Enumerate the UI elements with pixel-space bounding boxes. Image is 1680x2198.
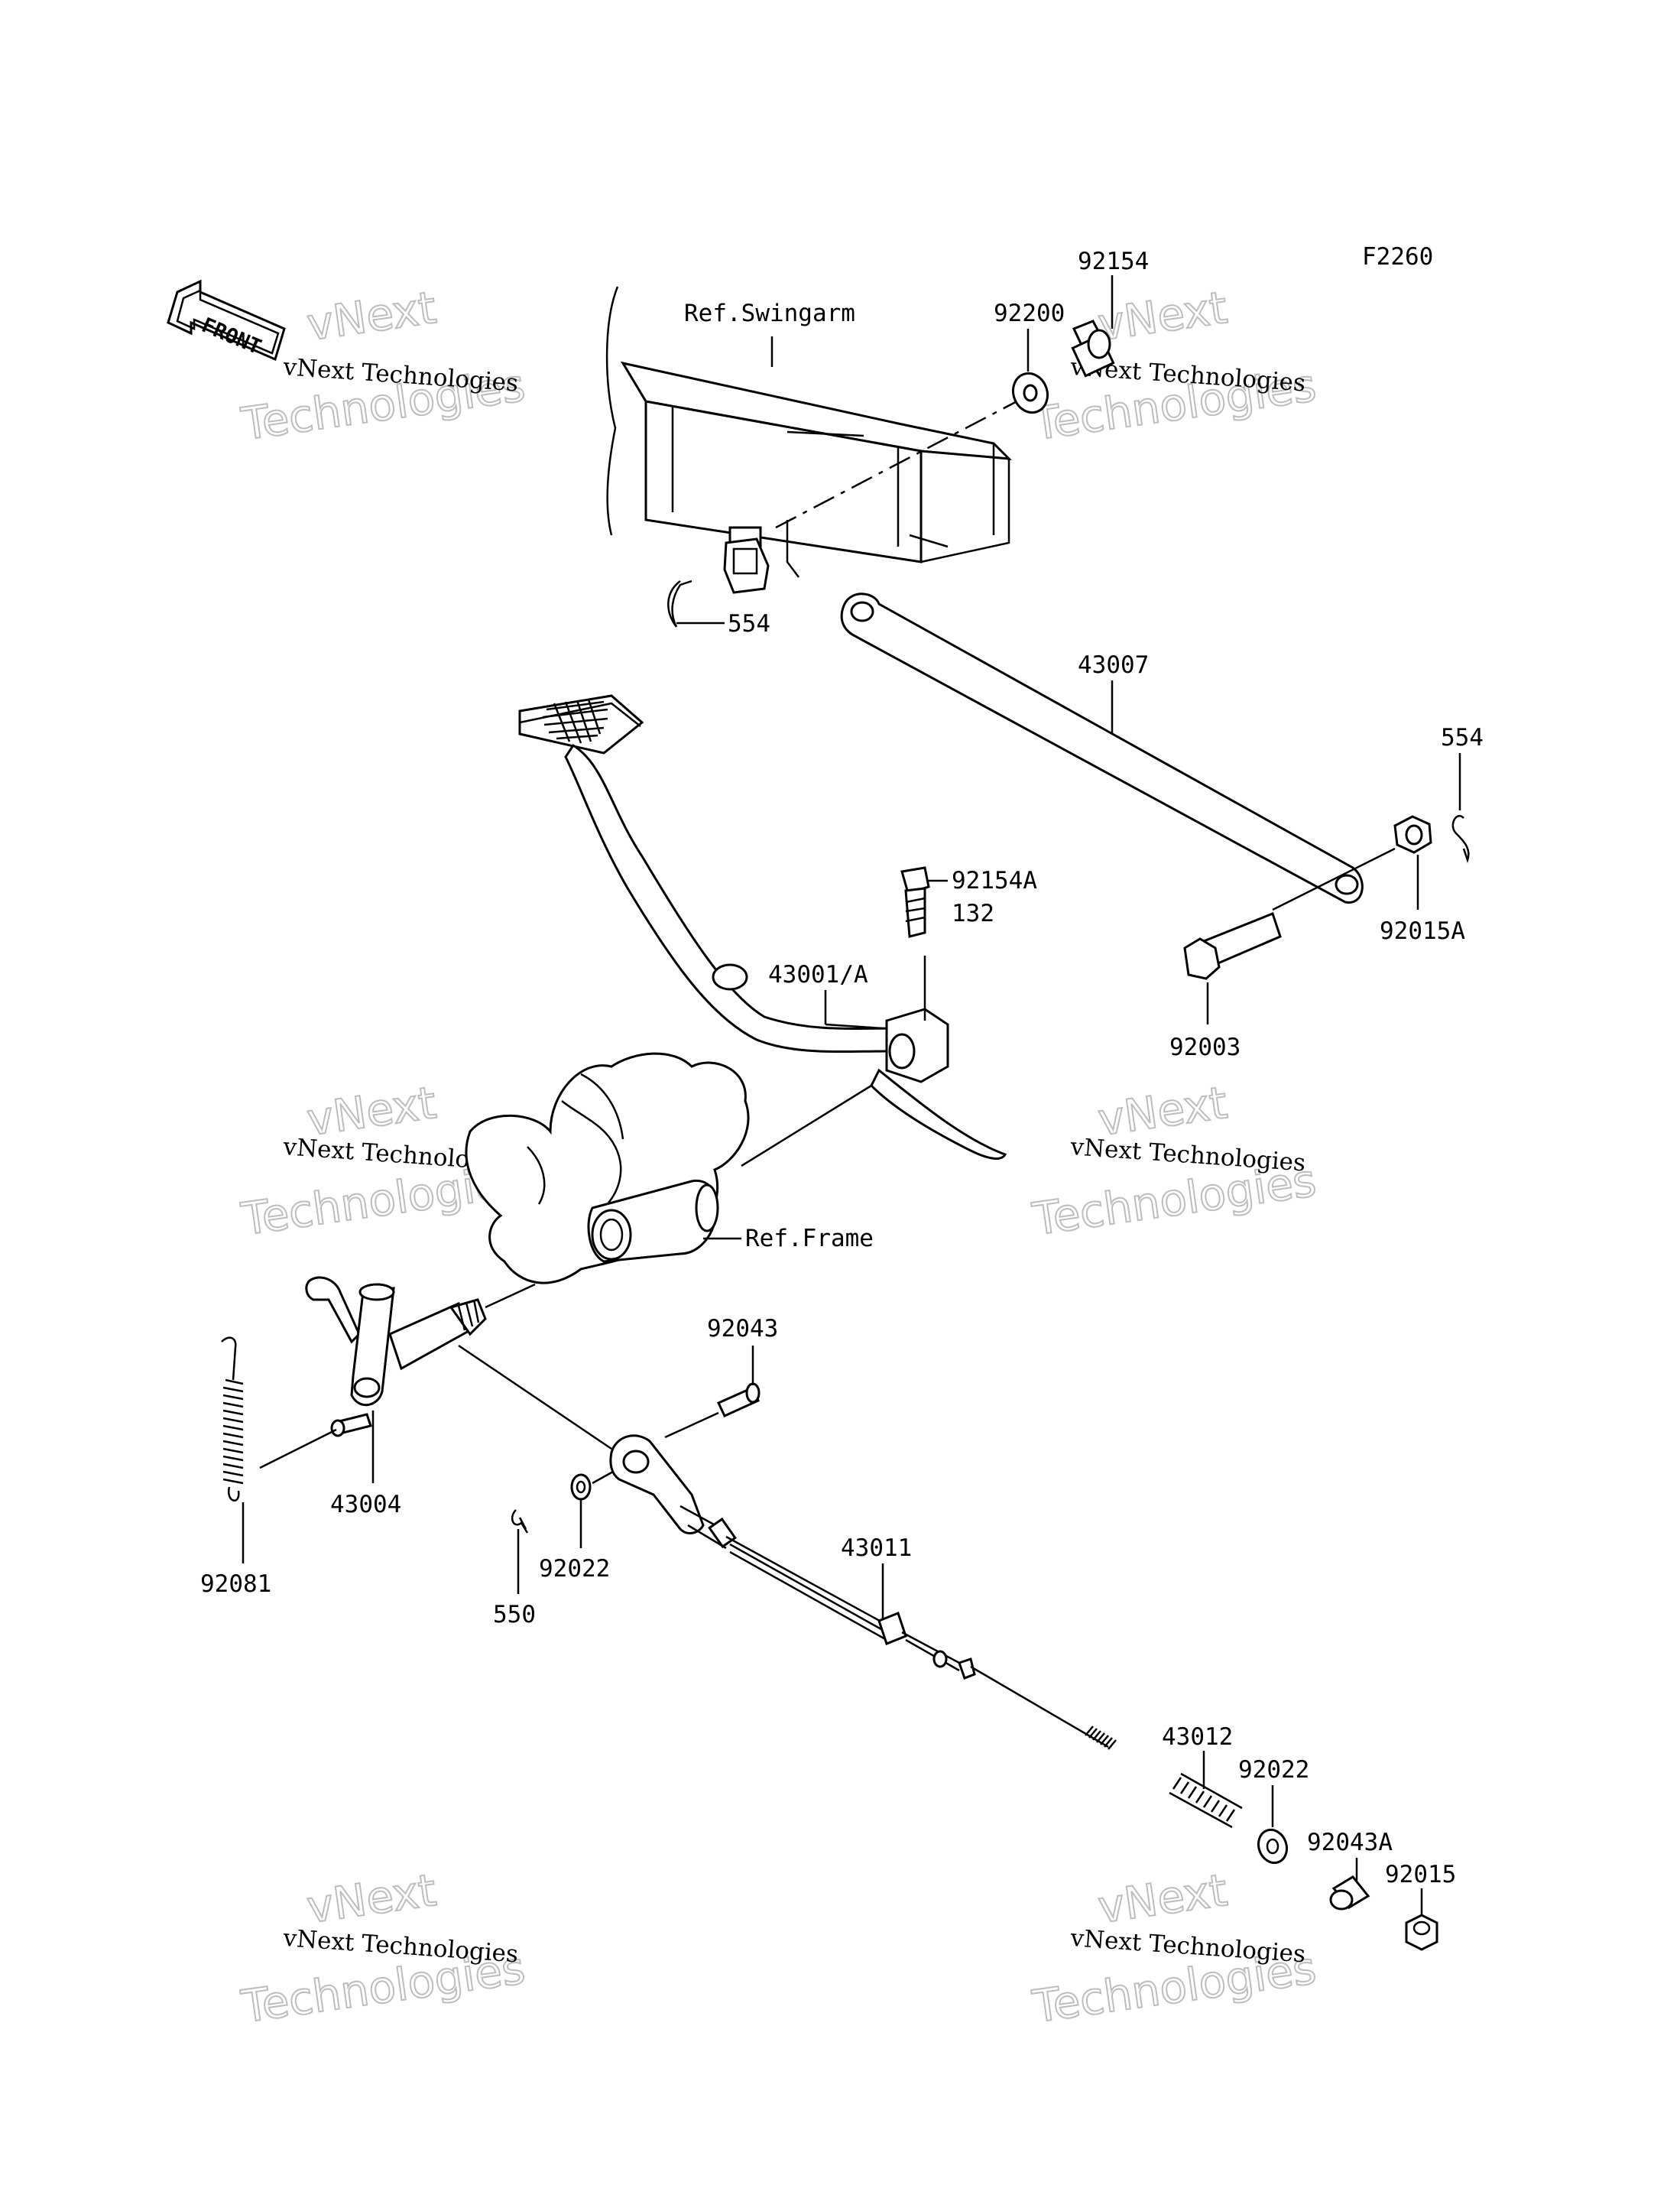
svg-text:vNext Technologies: vNext Technologies [1069,1133,1306,1177]
rod-43007 [840,593,1364,904]
bolt-92003 [1183,912,1282,1024]
clip-554-right [1451,753,1470,863]
part-label-550: 550 [493,1601,536,1628]
part-label-43012: 43012 [1162,1723,1233,1751]
pin-92043 [664,1346,761,1439]
part-label-43004: 43004 [330,1491,401,1518]
spring-43012 [1169,1751,1243,1829]
part-label-554-right: 554 [1441,724,1484,752]
nut-92015A [1393,815,1432,910]
washer-92022-lower [1257,1785,1289,1865]
part-label-92081: 92081 [200,1570,271,1598]
ref-swingarm-label: Ref.Swingarm [684,300,855,327]
part-label-43007: 43007 [1078,651,1149,679]
part-label-92003: 92003 [1169,1034,1241,1061]
part-label-92154A: 92154A [952,867,1037,894]
part-label-92043: 92043 [707,1315,778,1343]
part-label-43001A: 43001/A [768,961,868,989]
ref-frame-label: Ref.Frame [745,1225,874,1252]
part-label-92015A: 92015A [1380,917,1465,945]
watermark-top-right: vNext Technologies vNext Technologies [1028,281,1319,451]
cotter-pin-550 [511,1509,529,1594]
bolt-92154A [900,866,948,938]
part-label-92043A: 92043A [1307,1829,1393,1856]
frame-reference: Ref.Frame [465,1052,874,1284]
watermark-mid-right: vNext Technologies vNext Technologies [1028,1076,1319,1246]
pedal-grid [542,699,608,744]
brake-pedal-43001A [518,694,1007,1160]
part-label-554-upper: 554 [728,610,770,638]
part-label-132: 132 [952,900,994,927]
part-label-92022-upper: 92022 [539,1555,610,1583]
diagram-id: F2260 [1362,243,1433,271]
svg-text:vNext: vNext [1095,281,1230,351]
swingarm-reference: Ref.Swingarm [605,286,1012,594]
bolt-92154 [1071,275,1115,378]
watermark-bottom-right: vNext Technologies vNext Technologies [1028,1863,1319,2034]
shaft-lever-43004 [305,1276,487,1483]
svg-text:vNext: vNext [303,1864,439,1933]
svg-text:vNext: vNext [303,281,439,351]
part-label-92015: 92015 [1385,1861,1456,1888]
clip-554-upper [667,580,725,628]
svg-text:vNext: vNext [1095,1864,1230,1933]
watermark-top-left: vNext Technologies vNext Technologies [237,281,528,451]
part-label-92022-lower: 92022 [1238,1756,1309,1784]
watermark-bottom-left: vNext Technologies vNext Technologies [237,1863,528,2034]
spring-92081 [221,1336,337,1563]
part-label-92200: 92200 [994,300,1065,327]
cable-43011 [609,1434,1117,1750]
washer-92022-upper [570,1463,628,1548]
pin-92043A [1329,1858,1370,1911]
nut-92015 [1405,1888,1438,1951]
front-arrow-icon: FRONT [167,279,286,362]
washer-92200 [1011,329,1049,414]
part-label-92154: 92154 [1078,248,1149,275]
part-label-43011: 43011 [841,1534,912,1562]
